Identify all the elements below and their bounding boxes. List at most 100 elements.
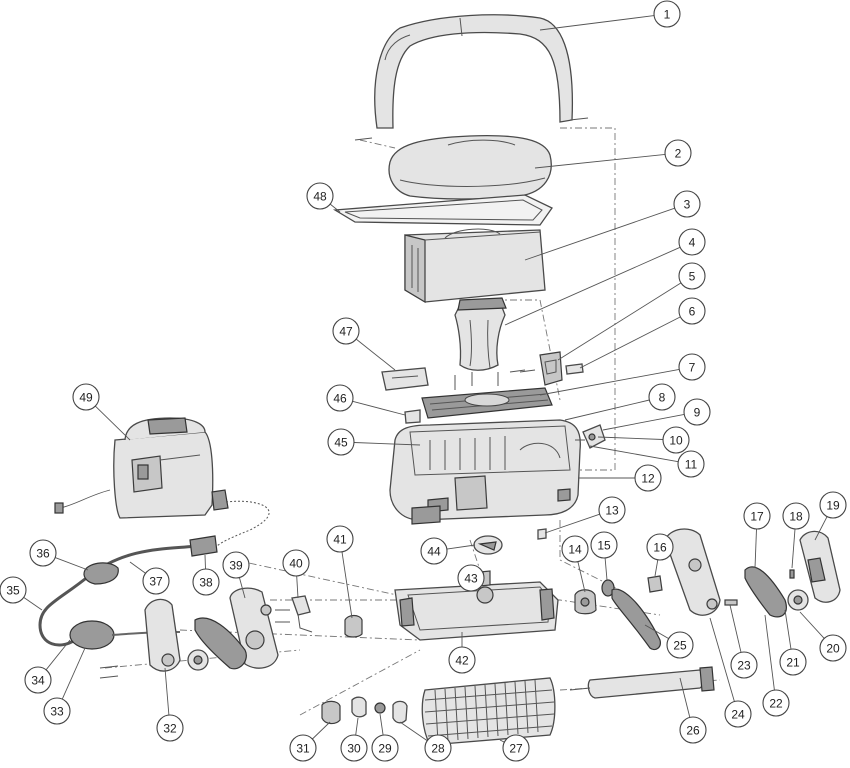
part-impeller-housing [454, 297, 507, 371]
leader-line-16 [654, 559, 659, 577]
callout-circle [646, 533, 674, 561]
callout-number: 34 [31, 674, 45, 688]
leader-line-13 [544, 513, 600, 534]
callout-circle [683, 398, 711, 426]
callout-circle [282, 549, 310, 577]
part-top-grille [421, 387, 553, 419]
leader-line-30 [355, 717, 359, 736]
leader-line-9 [602, 413, 685, 431]
leader-line-46 [352, 400, 406, 416]
callout-circle [679, 716, 707, 744]
leader-line-21 [784, 609, 792, 650]
leader-line-1 [539, 15, 655, 31]
leader-line-24 [709, 617, 735, 702]
callout-circle [678, 353, 706, 381]
leader-line-40 [296, 575, 299, 599]
callout-circle [222, 551, 250, 579]
callout-circle [289, 734, 317, 762]
callout-number: 30 [347, 742, 361, 756]
callout-3: 3 [673, 190, 701, 218]
part-top-cover [388, 134, 552, 200]
callout-circle [457, 564, 485, 592]
callout-circle [340, 734, 368, 762]
part-brush-assembly [321, 666, 715, 746]
callout-number: 28 [431, 742, 445, 756]
leader-line-19 [814, 516, 828, 541]
callout-circle [666, 631, 694, 659]
callout-circle [664, 139, 692, 167]
callout-circle [326, 384, 354, 412]
callout-circle [332, 317, 360, 345]
callout-circle [598, 496, 626, 524]
callout-number: 11 [685, 458, 698, 472]
callout-34: 34 [24, 666, 52, 694]
callout-16: 16 [646, 533, 674, 561]
callout-number: 38 [199, 576, 213, 590]
callout-number: 40 [289, 557, 303, 571]
callout-number: 13 [605, 504, 619, 518]
callout-number: 12 [641, 472, 655, 486]
callout-number: 44 [427, 545, 441, 559]
leader-line-8 [564, 399, 650, 421]
callout-9: 9 [683, 398, 711, 426]
leader-line-20 [799, 611, 825, 639]
leader-line-47 [355, 338, 396, 371]
leader-line-31 [312, 721, 331, 740]
callout-4: 4 [678, 228, 706, 256]
callout-number: 22 [769, 697, 783, 711]
leader-line-4 [504, 246, 681, 326]
callout-number: 46 [333, 392, 347, 406]
leader-line-14 [577, 561, 586, 593]
leader-line-29 [379, 713, 384, 736]
leader-line-33 [61, 647, 86, 700]
callout-number: 39 [229, 559, 243, 573]
callout-number: 45 [334, 436, 348, 450]
callout-number: 29 [378, 742, 392, 756]
leader-line-37 [129, 561, 146, 574]
callout-circle [142, 567, 170, 595]
leader-line-49 [94, 405, 131, 441]
callout-circle [24, 666, 52, 694]
callout-30: 30 [340, 734, 368, 762]
callout-number: 21 [786, 656, 800, 670]
leader-line-23 [729, 604, 742, 653]
callout-45: 45 [327, 428, 355, 456]
callout-5: 5 [678, 262, 706, 290]
callout-circle [648, 383, 676, 411]
callout-number: 27 [509, 742, 523, 756]
callout-28: 28 [424, 734, 452, 762]
leader-line-17 [754, 528, 757, 569]
leader-line-15 [604, 557, 608, 581]
callout-31: 31 [289, 734, 317, 762]
part-base-chassis [394, 570, 559, 641]
callout-18: 18 [782, 502, 810, 530]
callout-number: 17 [750, 510, 764, 524]
callout-25: 25 [666, 631, 694, 659]
callout-12: 12 [634, 464, 662, 492]
part-gasket [332, 194, 553, 226]
callout-33: 33 [43, 697, 71, 725]
leader-line-34 [45, 639, 71, 671]
callout-circle [673, 190, 701, 218]
callout-number: 24 [731, 708, 745, 722]
callout-number: 3 [684, 198, 691, 212]
leader-line-10 [597, 436, 664, 440]
callout-number: 14 [568, 543, 582, 557]
callout-number: 49 [79, 391, 93, 405]
part-rear-plate [381, 367, 526, 391]
callout-number: 42 [455, 654, 469, 668]
leader-line-35 [23, 597, 43, 611]
callout-circle [724, 700, 752, 728]
callout-26: 26 [679, 716, 707, 744]
callout-48: 48 [306, 182, 334, 210]
callout-circle [306, 182, 334, 210]
callout-circle [0, 576, 27, 604]
callout-circle [678, 297, 706, 325]
callout-number: 10 [669, 434, 683, 448]
callout-number: 19 [826, 499, 840, 513]
callout-36: 36 [29, 539, 57, 567]
callout-number: 7 [689, 361, 696, 375]
callout-35: 35 [0, 576, 27, 604]
leader-line-22 [764, 614, 775, 691]
callout-38: 38 [192, 568, 220, 596]
